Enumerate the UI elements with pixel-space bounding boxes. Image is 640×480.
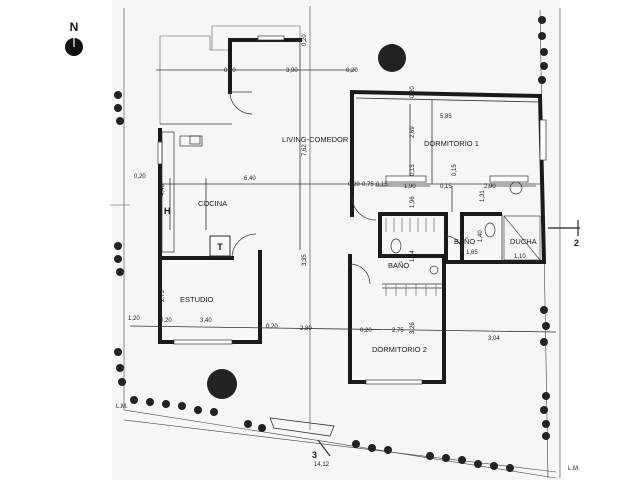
dim-label: 3,90 (286, 68, 298, 74)
heater-label: H (164, 206, 171, 216)
shower-tray (503, 215, 541, 261)
windows (157, 35, 547, 385)
dim-label: 1,20 (128, 316, 140, 322)
property-line-label: L.M. (116, 404, 128, 410)
room-label-living-comedor: LIVING-COMEDOR (282, 135, 349, 144)
dim-label: 0,20 (360, 328, 372, 334)
dim-label: 2,69 (410, 126, 416, 138)
room-label-estudio: ESTUDIO (180, 295, 214, 304)
north-label: N (70, 20, 79, 34)
dim-label: 14,12 (314, 462, 330, 468)
room-label-cocina: COCINA (198, 199, 227, 208)
interior-lines (129, 40, 557, 333)
sink-icon (189, 135, 201, 145)
toilet-icon (390, 222, 496, 254)
section-marker-label: 2 (574, 238, 579, 248)
property-line-label: L.M. (568, 466, 580, 472)
dim-label: 0,20 (348, 182, 360, 188)
tree-icon (207, 44, 406, 399)
dim-label: 0,15 (410, 164, 416, 176)
dim-label: 3,35 (302, 254, 308, 266)
room-label-dormitorio-2: DORMITORIO 2 (372, 345, 427, 354)
dim-label: 0,75 (362, 182, 374, 188)
dim-label: 3,40 (200, 318, 212, 324)
door-swings (229, 91, 463, 285)
dim-label: 0,20 (134, 174, 146, 180)
tank-label: T (217, 242, 223, 252)
dim-label: 0,20 (410, 86, 416, 98)
dim-label: 0,20 (266, 324, 278, 330)
dim-label: 2,75 (160, 290, 166, 302)
terrace-outline (159, 25, 301, 124)
dim-label: 2,90 (484, 184, 496, 190)
washbasin-icon (429, 181, 523, 275)
tank-symbol (209, 235, 231, 257)
dim-label: 0,20 (224, 68, 236, 74)
dim-label: 0,20 (302, 34, 308, 46)
room-label-dormitorio-1: DORMITORIO 1 (424, 139, 479, 148)
dim-label: 0,15 (376, 182, 388, 188)
front-gate (269, 417, 335, 437)
dim-label: 1,96 (410, 196, 416, 208)
room-label-bano-1: BAÑO (388, 261, 409, 270)
dim-label: 1,65 (466, 250, 478, 256)
dim-label: 2,80 (300, 326, 312, 332)
dim-label: 1,40 (478, 230, 484, 242)
dim-label: 0,20 (160, 318, 172, 324)
dim-label: 1,31 (480, 190, 486, 202)
dim-label: 0,15 (452, 164, 458, 176)
dim-label: 3,04 (488, 336, 500, 342)
dim-label: 3,26 (410, 322, 416, 334)
dim-label: 1,44 (410, 250, 416, 262)
paper-sheet (112, 0, 560, 480)
dim-label: 7,62 (302, 144, 308, 156)
hedge-icon (114, 16, 550, 472)
north-arrow-icon (65, 32, 83, 56)
dim-label: 4,40 (160, 184, 166, 196)
dim-label: 5,85 (440, 114, 452, 120)
dim-label: 1,10 (514, 254, 526, 260)
dim-label: 1,90 (404, 184, 416, 190)
room-label-bano-2: BAÑO (454, 237, 475, 246)
dim-label: 6,40 (244, 176, 256, 182)
closet-hatch (385, 218, 437, 296)
dim-label: 2,75 (392, 328, 404, 334)
room-label-ducha: DUCHA (510, 237, 537, 246)
dim-label: 0,20 (346, 68, 358, 74)
section-marker-label: 3 (312, 450, 317, 460)
dim-label: 0,15 (440, 184, 452, 190)
